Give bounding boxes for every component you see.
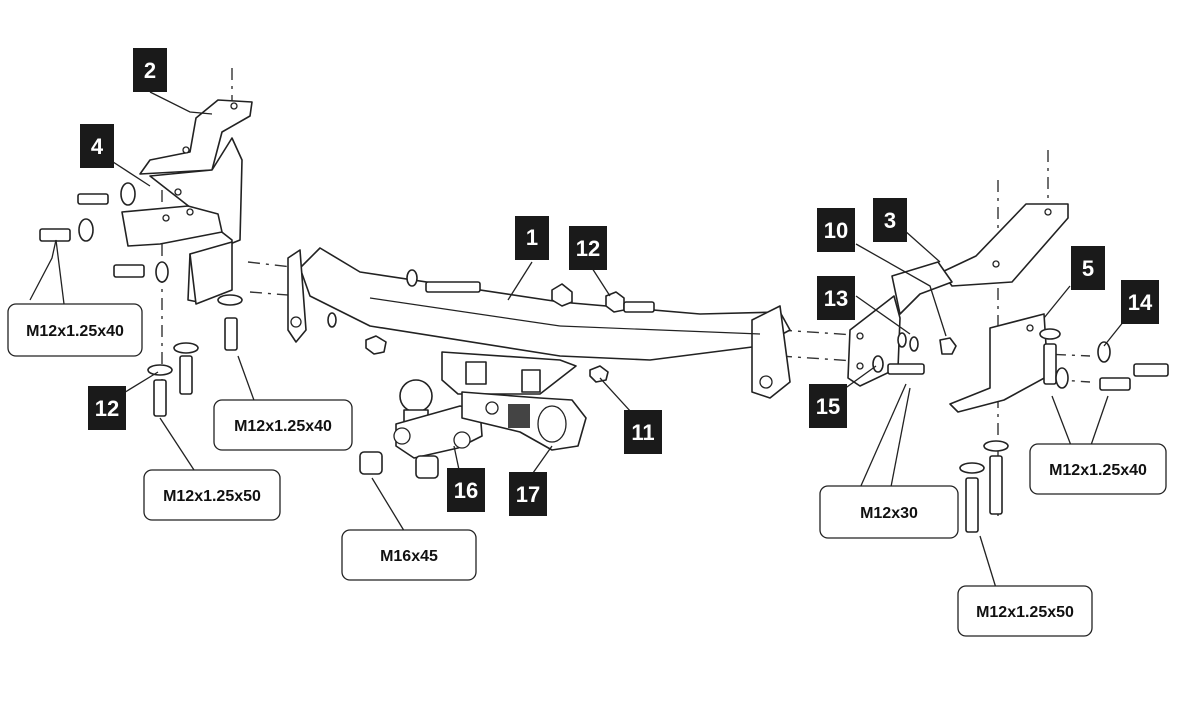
svg-text:10: 10 — [824, 218, 848, 243]
callout-2: 2 — [133, 48, 167, 92]
svg-text:M12x1.25x40: M12x1.25x40 — [1049, 462, 1147, 479]
svg-text:15: 15 — [816, 394, 840, 419]
svg-text:16: 16 — [454, 478, 478, 503]
tow-ball — [359, 379, 483, 479]
svg-text:14: 14 — [1128, 290, 1153, 315]
callout-11: 11 — [624, 410, 662, 454]
svg-text:11: 11 — [631, 420, 654, 445]
callout-5: 5 — [1071, 246, 1105, 290]
size-label-ball-bolt: M16x45 — [341, 529, 477, 581]
svg-text:M12x1.25x50: M12x1.25x50 — [976, 604, 1074, 621]
svg-text:5: 5 — [1082, 256, 1094, 281]
callout-1: 1 — [515, 216, 549, 260]
callout-12-top: 12 — [569, 226, 607, 270]
svg-text:12: 12 — [576, 236, 600, 261]
callout-15: 15 — [809, 384, 847, 428]
size-label-right-side: M12x1.25x40 — [1029, 443, 1167, 495]
size-label-left-upper: M12x1.25x40 — [7, 303, 143, 357]
size-label-left-vertical: M12x1.25x50 — [143, 469, 281, 521]
svg-text:4: 4 — [91, 134, 104, 159]
svg-text:M12x30: M12x30 — [860, 505, 918, 522]
right-lower-bracket — [949, 313, 1049, 413]
right-fasteners — [959, 328, 1169, 533]
socket-bracket — [461, 391, 587, 451]
callout-13: 13 — [817, 276, 855, 320]
callout-12-left: 12 — [88, 386, 126, 430]
svg-text:1: 1 — [526, 225, 538, 250]
callout-3: 3 — [873, 198, 907, 242]
svg-text:M12x1.25x50: M12x1.25x50 — [163, 488, 261, 505]
callout-16: 16 — [447, 468, 485, 512]
size-label-right-small: M12x30 — [819, 485, 959, 539]
callout-14: 14 — [1121, 280, 1159, 324]
svg-text:13: 13 — [824, 286, 848, 311]
svg-text:12: 12 — [95, 396, 119, 421]
main-crossbeam — [287, 247, 791, 399]
svg-text:2: 2 — [144, 58, 156, 83]
beam-fasteners — [327, 269, 655, 383]
size-label-right-vertical: M12x1.25x50 — [957, 585, 1093, 637]
callout-10: 10 — [817, 208, 855, 252]
left-fasteners — [39, 182, 243, 417]
svg-text:3: 3 — [884, 208, 896, 233]
left-upper-bracket — [139, 99, 253, 175]
right-upper-bracket — [891, 203, 1069, 315]
left-side-bracket — [121, 137, 243, 305]
svg-text:M16x45: M16x45 — [380, 548, 438, 565]
callout-17: 17 — [509, 472, 547, 516]
callout-4: 4 — [80, 124, 114, 168]
size-label-left-center: M12x1.25x40 — [213, 399, 353, 451]
svg-text:17: 17 — [516, 482, 540, 507]
svg-text:M12x1.25x40: M12x1.25x40 — [234, 418, 332, 435]
svg-text:M12x1.25x40: M12x1.25x40 — [26, 323, 124, 340]
